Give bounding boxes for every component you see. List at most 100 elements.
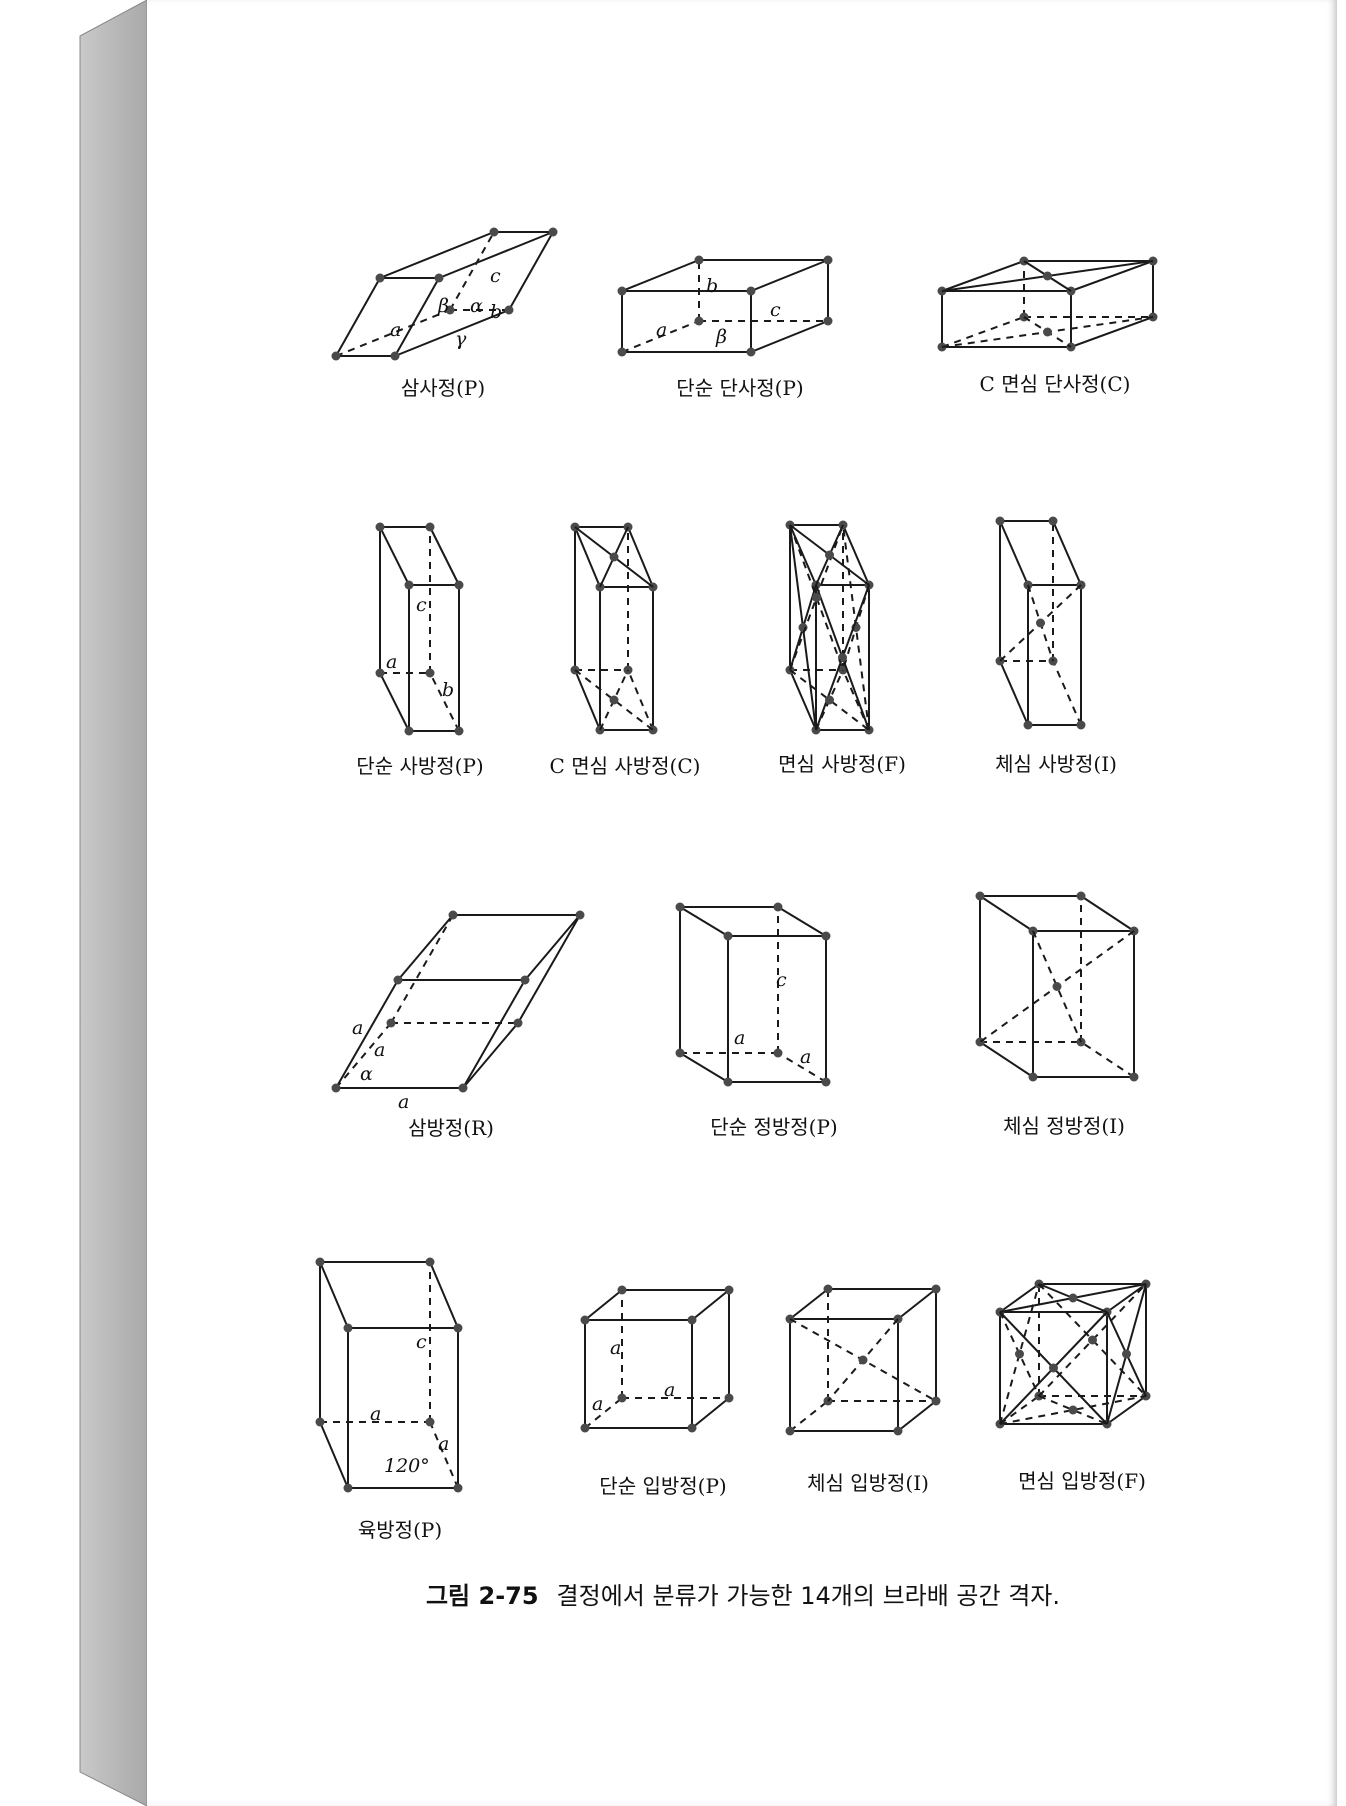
cell-edge (789, 524, 817, 586)
axis-label: a (734, 1027, 745, 1049)
cell-edge (449, 231, 495, 311)
corner-lattice-point (617, 1393, 627, 1403)
corner-lattice-point (931, 1284, 941, 1294)
lattice-label: 육방정(P) (357, 1518, 443, 1542)
corner-lattice-point (893, 1426, 903, 1436)
face-center-point (609, 552, 619, 562)
corner-lattice-point (723, 931, 733, 941)
cell-edge (397, 914, 454, 981)
axis-label: a (664, 1379, 675, 1401)
cell-edge (379, 231, 495, 279)
corner-lattice-point (315, 1257, 325, 1267)
cell-edge (379, 672, 410, 732)
corner-lattice-point (453, 1483, 463, 1493)
corner-lattice-point (454, 726, 464, 736)
axis-label: β (715, 326, 727, 348)
cell-edge (691, 1397, 730, 1429)
face-center-point (1122, 1349, 1131, 1359)
caption-text: 결정에서 분류가 가능한 14개의 브라배 공간 격자. (556, 1582, 1061, 1610)
face-center-point (1068, 1405, 1078, 1415)
face-diagonal (599, 669, 629, 731)
cell-edge (390, 914, 454, 1024)
lattice-label: C 면심 사방정(C) (549, 754, 701, 778)
cell-edge (462, 1022, 519, 1089)
cell-edge (842, 669, 870, 731)
cell-edge (979, 1041, 1034, 1078)
cell-edge (691, 1289, 730, 1321)
lattice-label: 단순 입방정(P) (599, 1474, 727, 1498)
corner-lattice-point (390, 351, 400, 361)
corner-lattice-point (694, 255, 704, 265)
cell-edge (789, 669, 817, 731)
corner-lattice-point (454, 580, 464, 590)
corner-lattice-point (375, 668, 385, 678)
corner-lattice-point (823, 255, 833, 265)
corner-lattice-point (694, 316, 704, 326)
corner-lattice-point (724, 1285, 734, 1295)
axis-label: a (610, 1337, 621, 1359)
corner-lattice-point (375, 273, 385, 283)
cell-edge (1080, 895, 1135, 932)
cell-edge (999, 1395, 1040, 1425)
face-center-point (1068, 1293, 1078, 1303)
face-diagonal (999, 1283, 1040, 1425)
corner-lattice-point (343, 1323, 353, 1333)
corner-lattice-point (773, 1048, 783, 1058)
cell-edge (679, 906, 729, 937)
axis-label: α (470, 295, 483, 317)
corner-lattice-point (315, 1417, 325, 1427)
lattice-label: 체심 입방정(I) (807, 1471, 929, 1495)
axis-label: a (438, 1433, 449, 1455)
corner-lattice-point (975, 891, 985, 901)
corner-lattice-point (746, 286, 756, 296)
cell-edge (335, 1022, 392, 1089)
corner-lattice-point (425, 1417, 435, 1427)
cell-edge (517, 914, 581, 1024)
cell-edge (584, 1289, 623, 1321)
corner-lattice-point (931, 1396, 941, 1406)
axis-label: c (770, 299, 781, 321)
cell-edge (999, 660, 1029, 726)
corner-lattice-point (617, 286, 627, 296)
corner-lattice-point (724, 1393, 734, 1403)
lattice-label: 체심 정방정(I) (1003, 1114, 1125, 1138)
corner-lattice-point (386, 1018, 396, 1028)
corner-lattice-point (580, 1315, 590, 1325)
lattice-label: 면심 입방정(F) (1018, 1469, 1146, 1493)
corner-lattice-point (445, 305, 455, 315)
cell-edge (335, 979, 399, 1089)
cell-edge (429, 526, 460, 586)
cell-edge (621, 320, 700, 353)
cell-edge (941, 316, 1025, 348)
cell-edge (999, 520, 1029, 586)
corner-lattice-point (520, 975, 530, 985)
page (147, 0, 1337, 1806)
corner-lattice-point (343, 1483, 353, 1493)
corner-lattice-point (331, 351, 341, 361)
axis-label: β (437, 295, 449, 317)
cell-edge (627, 669, 654, 731)
cell-edge (979, 895, 1034, 932)
corner-lattice-point (617, 1285, 627, 1295)
corner-lattice-point (687, 1315, 697, 1325)
cell-edge (941, 260, 1025, 292)
corner-lattice-point (675, 902, 685, 912)
corner-lattice-point (785, 1426, 795, 1436)
cell-edge (842, 524, 870, 586)
axis-label: c (416, 594, 427, 616)
face-center-point (825, 695, 834, 705)
cell-edge (438, 231, 554, 279)
corner-lattice-point (404, 580, 414, 590)
cell-edge (1052, 660, 1082, 726)
corner-lattice-point (404, 726, 414, 736)
cell-edge (897, 1288, 937, 1320)
cell-edge (319, 1421, 349, 1489)
cell-edge (1070, 316, 1154, 348)
lattice-label: C 면심 단사정(C) (979, 372, 1131, 396)
corner-lattice-point (453, 1323, 463, 1333)
cell-edge (429, 1421, 459, 1489)
axis-label: c (776, 969, 787, 991)
face-diagonal (789, 669, 870, 731)
